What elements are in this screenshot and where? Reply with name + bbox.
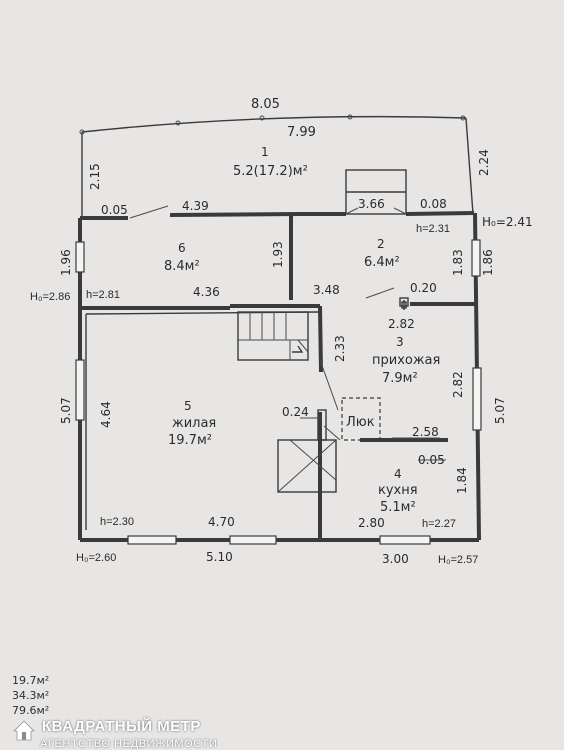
veranda-top-wall (81, 115, 467, 133)
dim-5-10: 5.10 (206, 550, 233, 564)
dim-2-58: 2.58 (412, 425, 439, 439)
room-4-area: 5.1м² (380, 500, 416, 515)
dim-5-07-right: 5.07 (493, 397, 507, 424)
dim-right-top: 2.24 (477, 149, 491, 176)
brand-subtitle: АГЕНТСТВО НЕДВИЖИМОСТИ (40, 738, 218, 750)
room-5-number: 5 (184, 399, 192, 413)
dim-0-05-a: 0.05 (101, 203, 128, 217)
room-2-number: 2 (377, 237, 385, 251)
total-3: 79.6м² (12, 704, 50, 717)
room-1-number: 1 (261, 145, 269, 159)
total-2: 34.3м² (12, 689, 50, 702)
dim-1-93: 1.93 (271, 241, 285, 268)
dim-2-33: 2.33 (333, 335, 347, 362)
room-2-area: 6.4м² (364, 255, 400, 270)
total-1: 19.7м² (12, 674, 50, 687)
room-3-area: 7.9м² (382, 371, 418, 386)
dim-2-82-v: 2.82 (451, 371, 465, 398)
dim-2-80: 2.80 (358, 516, 385, 530)
dim-4-36: 4.36 (193, 285, 220, 299)
dim-3-48: 3.48 (313, 283, 340, 297)
room-3-name: прихожая (372, 353, 440, 368)
height-H-2-57: H₀=2.57 (438, 554, 478, 566)
dim-2-82-h: 2.82 (388, 317, 415, 331)
height-2-81: h=2.81 (86, 289, 120, 301)
room-4-name: кухня (378, 483, 418, 498)
dim-3-66: 3.66 (358, 197, 385, 211)
dim-1-86: 1.86 (481, 249, 495, 276)
dim-0-20: 0.20 (410, 281, 437, 295)
door-swing-line-2 (365, 287, 395, 299)
height-H-2-86: H₀=2.86 (30, 291, 70, 303)
area-totals: 19.7м² 34.3м² 79.6м² (12, 673, 49, 718)
room-6-number: 6 (178, 241, 186, 255)
wall-row1-right-b (405, 211, 475, 216)
dim-0-08: 0.08 (420, 197, 447, 211)
dim-4-70: 4.70 (208, 515, 235, 529)
dim-5-07-left: 5.07 (59, 397, 73, 424)
dim-left-top: 2.15 (88, 163, 102, 190)
dim-1-96: 1.96 (59, 249, 73, 276)
dim-top-outer: 8.05 (251, 97, 280, 112)
room-4-number: 4 (394, 467, 402, 481)
stove (277, 439, 337, 493)
floor-hatch (341, 397, 381, 441)
height-2-30: h=2.30 (100, 516, 134, 528)
door-swing-line (129, 205, 169, 219)
room-6-area: 8.4м² (164, 259, 200, 274)
dim-4-64: 4.64 (99, 401, 113, 428)
dim-1-84: 1.84 (455, 467, 469, 494)
dim-1-83: 1.83 (451, 249, 465, 276)
height-H-2-41: H₀=2.41 (482, 215, 533, 229)
brand-name: КВАДРАТНЫЙ МЕТР (42, 718, 201, 735)
house-logo-icon (13, 720, 35, 741)
dim-0-24: 0.24 (282, 405, 309, 419)
dim-0-05-b: 0.05 (418, 453, 445, 467)
veranda-right-wall (465, 117, 474, 215)
room-5-area: 19.7м² (168, 433, 212, 448)
dim-3-00: 3.00 (382, 552, 409, 566)
height-2-31: h=2.31 (416, 223, 450, 235)
room-5-name: жилая (172, 416, 216, 431)
height-2-27: h=2.27 (422, 518, 456, 530)
dim-4-39: 4.39 (182, 199, 209, 213)
staircase (237, 311, 309, 361)
wall-row1-mid (169, 212, 301, 217)
room-3-number: 3 (396, 335, 404, 349)
hatch-label: Люк (346, 415, 375, 430)
dim-top-inner: 7.99 (287, 125, 316, 140)
height-H-2-60: H₀=2.60 (76, 552, 116, 564)
room-1-area: 5.2(17.2)м² (233, 164, 308, 179)
